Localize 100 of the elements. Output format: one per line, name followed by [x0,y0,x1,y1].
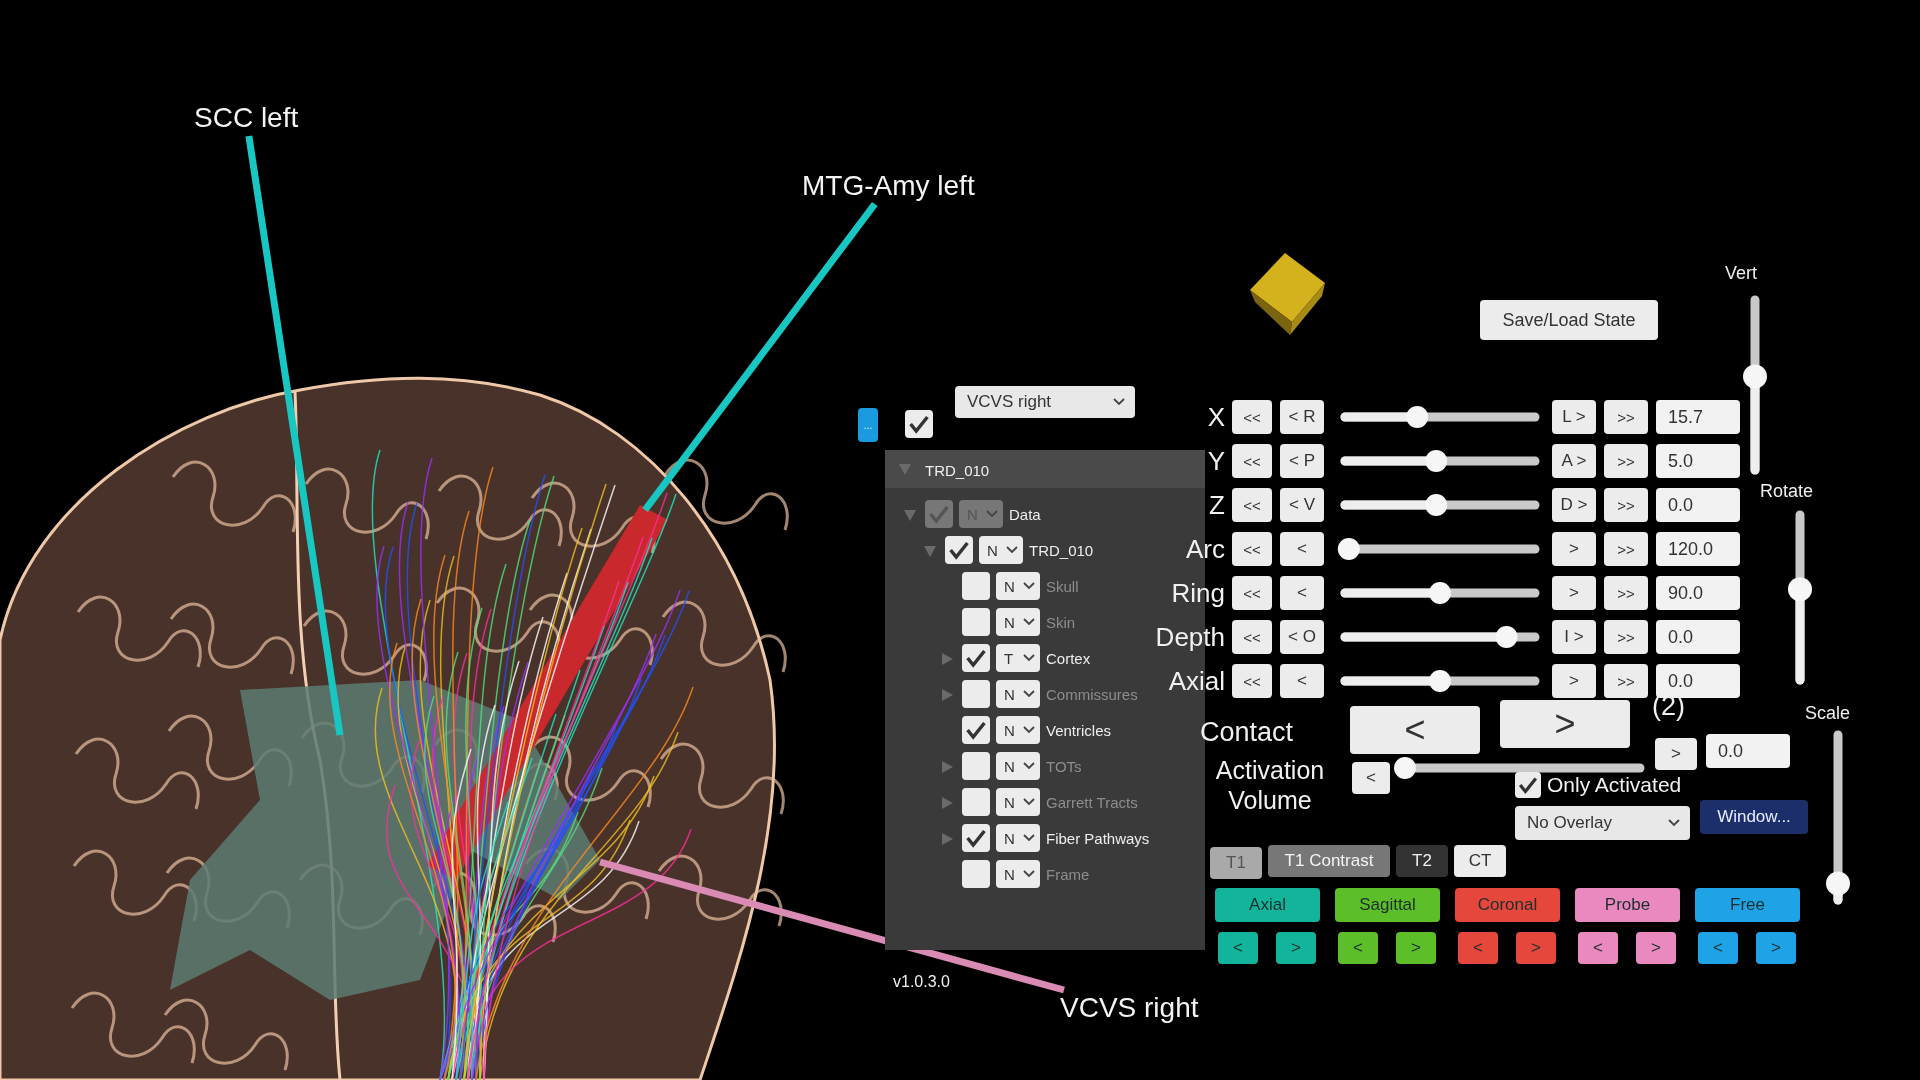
button: L > [1552,400,1596,434]
button: < [1698,932,1738,964]
tree-item-label: Commissures [1046,684,1139,705]
tree-item-label: TRD_010 [925,460,991,481]
button: > [1396,932,1436,964]
button: < [1280,576,1324,610]
value-field: 120.0 [1656,532,1740,566]
button: > [1756,932,1796,964]
dropdown: N [996,572,1040,600]
tree-item-label: Skin [1046,612,1077,633]
value-field: 0.0 [1656,488,1740,522]
button: T1 Contrast [1268,845,1390,877]
button: << [1232,532,1272,566]
dropdown: T [996,644,1040,672]
button: >> [1604,532,1648,566]
button: >> [1604,664,1648,698]
value-field: 5.0 [1656,444,1740,478]
button: >> [1604,620,1648,654]
label: Ring [1170,576,1225,610]
label: Y [1206,444,1225,478]
button: < P [1280,444,1324,478]
button: > [1552,532,1596,566]
button: Free [1695,888,1800,922]
button: < [1352,762,1390,794]
button: < [1218,932,1258,964]
button: > [1552,576,1596,610]
label: Rotate [1760,479,1815,503]
button: < [1280,664,1324,698]
dropdown: N [996,716,1040,744]
button: << [1232,620,1272,654]
button: > [1516,932,1556,964]
button: D > [1552,488,1596,522]
tree-item-label: Cortex [1046,648,1092,669]
button: < [1350,706,1480,754]
dropdown: No Overlay [1515,806,1690,840]
value-field: 0.0 [1656,620,1740,654]
button: < O [1280,620,1324,654]
value-field: 90.0 [1656,576,1740,610]
tree-item-label: Data [1009,504,1042,525]
label: Activation Volume [1214,755,1326,816]
leader-line [245,135,344,736]
label: Only Activated [1547,772,1683,798]
button: I > [1552,620,1596,654]
tree-item-label: Frame [1046,864,1091,885]
label: Z [1208,488,1225,522]
button: Axial [1215,888,1320,922]
button: < [1338,932,1378,964]
button: < V [1280,488,1324,522]
button: > [1636,932,1676,964]
button: A > [1552,444,1596,478]
button: << [1232,488,1272,522]
dropdown: N [979,536,1023,564]
lead-label: VCVS right [1056,990,1203,1026]
value-field: 15.7 [1656,400,1740,434]
tree-item-label: TRD_010 [1029,540,1095,561]
button: Coronal [1455,888,1560,922]
button: > [1655,738,1697,770]
button: T1 [1210,847,1262,879]
button: Window... [1700,800,1808,834]
button: Save/Load State [1480,300,1658,340]
button: Probe [1575,888,1680,922]
dropdown: N [996,680,1040,708]
tree-item-label: TOTs [1046,756,1083,777]
label: X [1206,400,1225,434]
button: CT [1454,845,1506,877]
leader-line [599,858,1065,994]
label: Depth [1154,620,1225,654]
value-field: 0.0 [1706,734,1790,768]
tree-item-label: Garrett Tracts [1046,792,1139,813]
lead-label: MTG-Amy left [798,168,979,204]
dropdown: N [996,752,1040,780]
button: < [1458,932,1498,964]
button: >> [1604,488,1648,522]
value-field: 0.0 [1656,664,1740,698]
button: < R [1280,400,1324,434]
dropdown: N [996,608,1040,636]
lead-label: SCC left [190,100,303,136]
label: Scale [1805,701,1852,725]
button: > [1500,700,1630,748]
button: > [1276,932,1316,964]
button: << [1232,664,1272,698]
label: Arc [1185,532,1225,566]
button: << [1232,576,1272,610]
dropdown: N [996,824,1040,852]
label: Vert [1725,261,1759,285]
button: < [1280,532,1324,566]
menu-button: ... [858,408,878,442]
label: Contact [1200,715,1295,749]
tree-item-label: Ventricles [1046,720,1113,741]
tree-item-label: Fiber Pathways [1046,828,1151,849]
button: << [1232,400,1272,434]
button: >> [1604,444,1648,478]
button: >> [1604,400,1648,434]
button: >> [1604,576,1648,610]
button: < [1578,932,1618,964]
dropdown: N [996,860,1040,888]
label: v1.0.3.0 [893,972,951,992]
button: Sagittal [1335,888,1440,922]
button: T2 [1396,845,1448,877]
button: > [1552,664,1596,698]
